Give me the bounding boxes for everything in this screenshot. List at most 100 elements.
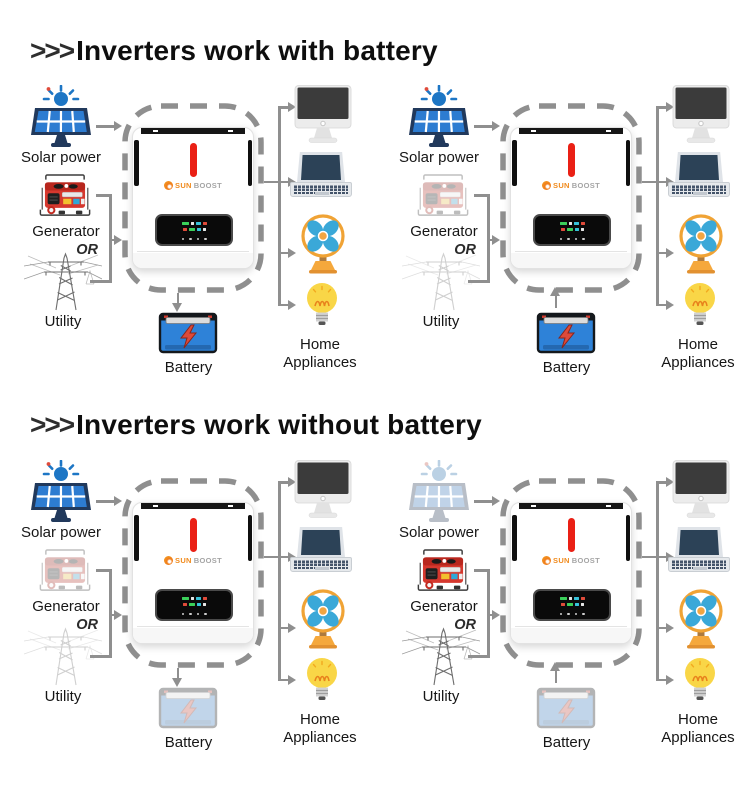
laptop-icon	[290, 527, 352, 573]
sun-logo-icon	[542, 181, 552, 190]
battery-label: Battery	[542, 359, 591, 376]
section-title-with-battery: >>>Inverters work with battery	[30, 35, 438, 67]
or-label: OR	[454, 242, 476, 258]
inverter-output-line	[264, 180, 280, 183]
fan-arrowhead-icon	[666, 623, 674, 633]
laptop-icon	[290, 152, 352, 198]
source-to-inverter-arrow	[109, 238, 116, 241]
battery-icon	[158, 307, 218, 355]
source-arrowhead-icon	[114, 235, 122, 245]
left-vent	[134, 515, 139, 561]
branch-to-monitor	[656, 106, 667, 109]
right-vent	[247, 140, 252, 186]
utility-connector-line	[90, 655, 110, 658]
generator-connector-line	[96, 194, 110, 197]
monitor-arrowhead-icon	[666, 102, 674, 112]
monitor-arrowhead-icon	[288, 477, 296, 487]
utility-connector-line	[90, 280, 110, 283]
laptop-icon	[668, 527, 730, 573]
branch-to-bulb	[656, 678, 667, 681]
light-bulb-icon	[302, 281, 342, 335]
inverter-dashed-border	[500, 103, 642, 293]
generator-label: Generator	[410, 598, 478, 615]
branch-to-fan	[278, 626, 289, 629]
home-appliances-label-line2: Appliances	[283, 354, 357, 371]
inverter-display	[155, 214, 233, 246]
monitor-arrowhead-icon	[666, 477, 674, 487]
solar-power-label: Solar power	[398, 524, 480, 541]
left-vent	[512, 140, 517, 186]
distribution-line	[656, 106, 659, 306]
monitor-icon	[294, 460, 352, 518]
utility-tower-icon	[24, 623, 102, 687]
sun-logo-icon	[164, 556, 174, 565]
or-label: OR	[76, 617, 98, 633]
battery-icon	[536, 307, 596, 355]
mounting-bracket	[519, 503, 623, 509]
battery-label: Battery	[164, 734, 213, 751]
inverter-display	[533, 589, 611, 621]
battery-icon	[536, 682, 596, 730]
device-bottom-panel	[133, 628, 253, 643]
mounting-bracket	[141, 503, 245, 509]
battery-label: Battery	[164, 359, 213, 376]
utility-label: Utility	[44, 313, 82, 330]
brand-sun-text: SUN	[553, 556, 570, 565]
bulb-arrowhead-icon	[666, 300, 674, 310]
device-bottom-panel	[511, 253, 631, 268]
brand-boost-text: BOOST	[193, 556, 222, 565]
brand-boost-text: BOOST	[571, 181, 600, 190]
utility-connector-line	[468, 655, 488, 658]
utility-label: Utility	[44, 688, 82, 705]
generator-connector-line	[96, 569, 110, 572]
section-title-without-battery: >>>Inverters work without battery	[30, 409, 482, 441]
solar-power-icon	[28, 460, 94, 524]
inverter-display	[155, 589, 233, 621]
solar-power-icon	[406, 85, 472, 149]
distribution-line	[656, 481, 659, 681]
inverter-output-line	[642, 555, 658, 558]
title-chevrons: >>>	[30, 34, 75, 66]
fan-arrowhead-icon	[666, 248, 674, 258]
bulb-arrowhead-icon	[288, 675, 296, 685]
fan-icon	[298, 587, 348, 649]
solar-to-inverter-arrow	[474, 500, 493, 503]
home-appliances-label-line2: Appliances	[283, 729, 357, 746]
panel-seam	[515, 250, 627, 252]
branch-to-laptop	[278, 180, 289, 183]
solar-power-icon	[28, 85, 94, 149]
home-appliances-label-line2: Appliances	[661, 729, 735, 746]
led-indicator	[567, 518, 575, 552]
fan-icon	[676, 212, 726, 274]
right-vent	[247, 515, 252, 561]
brand-sun-text: SUN	[175, 181, 192, 190]
branch-to-laptop	[278, 555, 289, 558]
source-to-inverter-arrow	[487, 613, 494, 616]
inverter-output-line	[264, 555, 280, 558]
light-bulb-icon	[680, 656, 720, 710]
home-appliances-label-line2: Appliances	[661, 354, 735, 371]
or-label: OR	[76, 242, 98, 258]
generator-icon	[412, 169, 474, 223]
utility-label: Utility	[422, 313, 460, 330]
utility-tower-icon	[402, 248, 480, 312]
solar-to-inverter-arrow	[96, 500, 115, 503]
panel-seam	[515, 625, 627, 627]
solar-power-label: Solar power	[20, 524, 102, 541]
branch-to-laptop	[656, 555, 667, 558]
branch-to-fan	[278, 251, 289, 254]
distribution-line	[278, 481, 281, 681]
generator-connector-line	[474, 194, 488, 197]
inverter-output-line	[642, 180, 658, 183]
battery-label: Battery	[542, 734, 591, 751]
device-bottom-panel	[133, 253, 253, 268]
inverter-system-diagram: Solar power Generator OR	[10, 460, 375, 772]
laptop-icon	[668, 152, 730, 198]
branch-to-monitor	[278, 481, 289, 484]
utility-tower-icon	[24, 248, 102, 312]
